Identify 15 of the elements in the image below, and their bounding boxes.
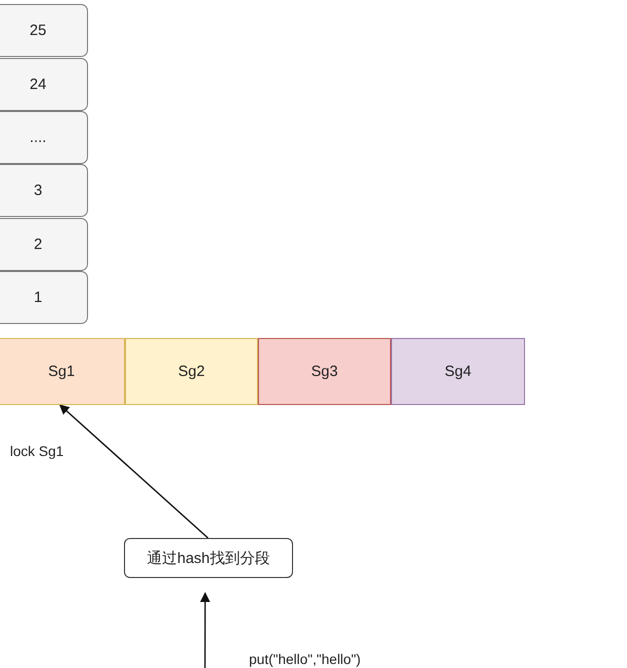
segment-cell: Sg4 xyxy=(391,338,525,405)
arrow xyxy=(59,404,208,539)
stack-slot: 1 xyxy=(0,271,88,324)
stack-slot: 25 xyxy=(0,4,88,57)
edge-label: put("hello","hello") xyxy=(247,651,363,667)
segment-cell: Sg2 xyxy=(125,338,258,405)
segment-cell: Sg3 xyxy=(258,338,391,405)
stack-slot: 3 xyxy=(0,164,88,217)
stack-slot: 2 xyxy=(0,218,88,271)
arrow xyxy=(200,592,210,668)
stack-slot: 24 xyxy=(0,58,88,111)
edge-label: lock Sg1 xyxy=(8,443,66,459)
stack-slot: .... xyxy=(0,111,88,164)
process-box: 通过hash找到分段 xyxy=(124,538,293,578)
segment-cell: Sg1 xyxy=(0,338,125,405)
